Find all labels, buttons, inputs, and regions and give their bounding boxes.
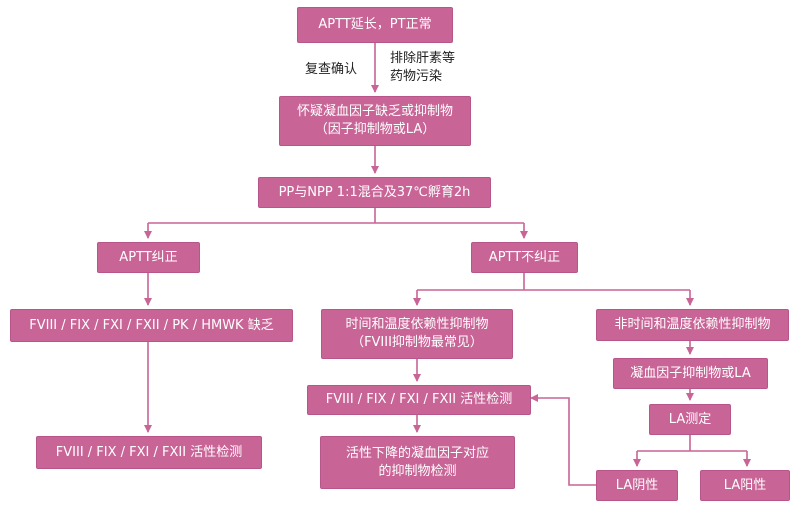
annotation-exclude-line2: 药物污染 bbox=[390, 69, 443, 84]
non-time-dependent-node: 非时间和温度依赖性抑制物 bbox=[596, 309, 789, 341]
non-time-dependent-node-label: 非时间和温度依赖性抑制物 bbox=[614, 317, 771, 332]
factor-or-la-node: 凝血因子抑制物或LA bbox=[613, 358, 768, 389]
not-corrected-node: APTT不纠正 bbox=[471, 242, 578, 273]
la-positive-node: LA阳性 bbox=[700, 470, 790, 501]
mix-node: PP与NPP 1:1混合及37℃孵育2h bbox=[258, 177, 491, 208]
annotation-exclude-line1: 排除肝素等 bbox=[390, 51, 456, 66]
deficiency-node-label: FVIII / FIX / FXI / FXII / PK / HMWK 缺乏 bbox=[29, 317, 274, 333]
decreased-factor-node-line2: 的抑制物检测 bbox=[378, 463, 457, 479]
corrected-node-label: APTT纠正 bbox=[119, 249, 178, 265]
decreased-factor-node: 活性下降的凝血因子对应 的抑制物检测 bbox=[320, 436, 515, 489]
start-node: APTT延长，PT正常 bbox=[297, 7, 453, 43]
not-corrected-node-label: APTT不纠正 bbox=[488, 249, 561, 265]
start-node-label: APTT延长，PT正常 bbox=[318, 17, 432, 32]
suspect-node: 怀疑凝血因子缺乏或抑制物 （因子抑制物或LA） bbox=[279, 96, 471, 146]
la-negative-node: LA阴性 bbox=[596, 470, 678, 501]
arrow-laneg-to-activity bbox=[530, 394, 596, 486]
activity-left-node-label: FVIII / FIX / FXI / FXII 活性检测 bbox=[55, 444, 243, 460]
activity-mid-node: FVIII / FIX / FXI / FXII 活性检测 bbox=[307, 385, 531, 415]
mix-node-label: PP与NPP 1:1混合及37℃孵育2h bbox=[278, 184, 471, 200]
factor-or-la-node-label: 凝血因子抑制物或LA bbox=[630, 365, 751, 381]
decreased-factor-node-line1: 活性下降的凝血因子对应 bbox=[345, 445, 489, 461]
la-positive-node-label: LA阳性 bbox=[723, 477, 767, 493]
deficiency-node: FVIII / FIX / FXI / FXII / PK / HMWK 缺乏 bbox=[10, 309, 293, 342]
suspect-node-line1: 怀疑凝血因子缺乏或抑制物 bbox=[296, 104, 453, 119]
annotation-confirm: 复查确认 bbox=[305, 62, 358, 77]
la-test-node: LA测定 bbox=[649, 404, 731, 435]
corrected-node: APTT纠正 bbox=[97, 242, 200, 273]
activity-left-node: FVIII / FIX / FXI / FXII 活性检测 bbox=[36, 436, 262, 469]
time-dependent-node-line1: 时间和温度依赖性抑制物 bbox=[345, 317, 489, 332]
time-dependent-node: 时间和温度依赖性抑制物 （FVIII抑制物最常见） bbox=[321, 309, 513, 359]
annotation-exclude: 排除肝素等 药物污染 bbox=[390, 50, 455, 86]
la-test-node-label: LA测定 bbox=[668, 411, 712, 427]
activity-mid-node-label: FVIII / FIX / FXI / FXII 活性检测 bbox=[325, 392, 513, 407]
time-dependent-node-line2: （FVIII抑制物最常见） bbox=[351, 335, 483, 350]
la-negative-node-label: LA阴性 bbox=[615, 477, 659, 493]
suspect-node-line2: （因子抑制物或LA） bbox=[314, 122, 436, 137]
